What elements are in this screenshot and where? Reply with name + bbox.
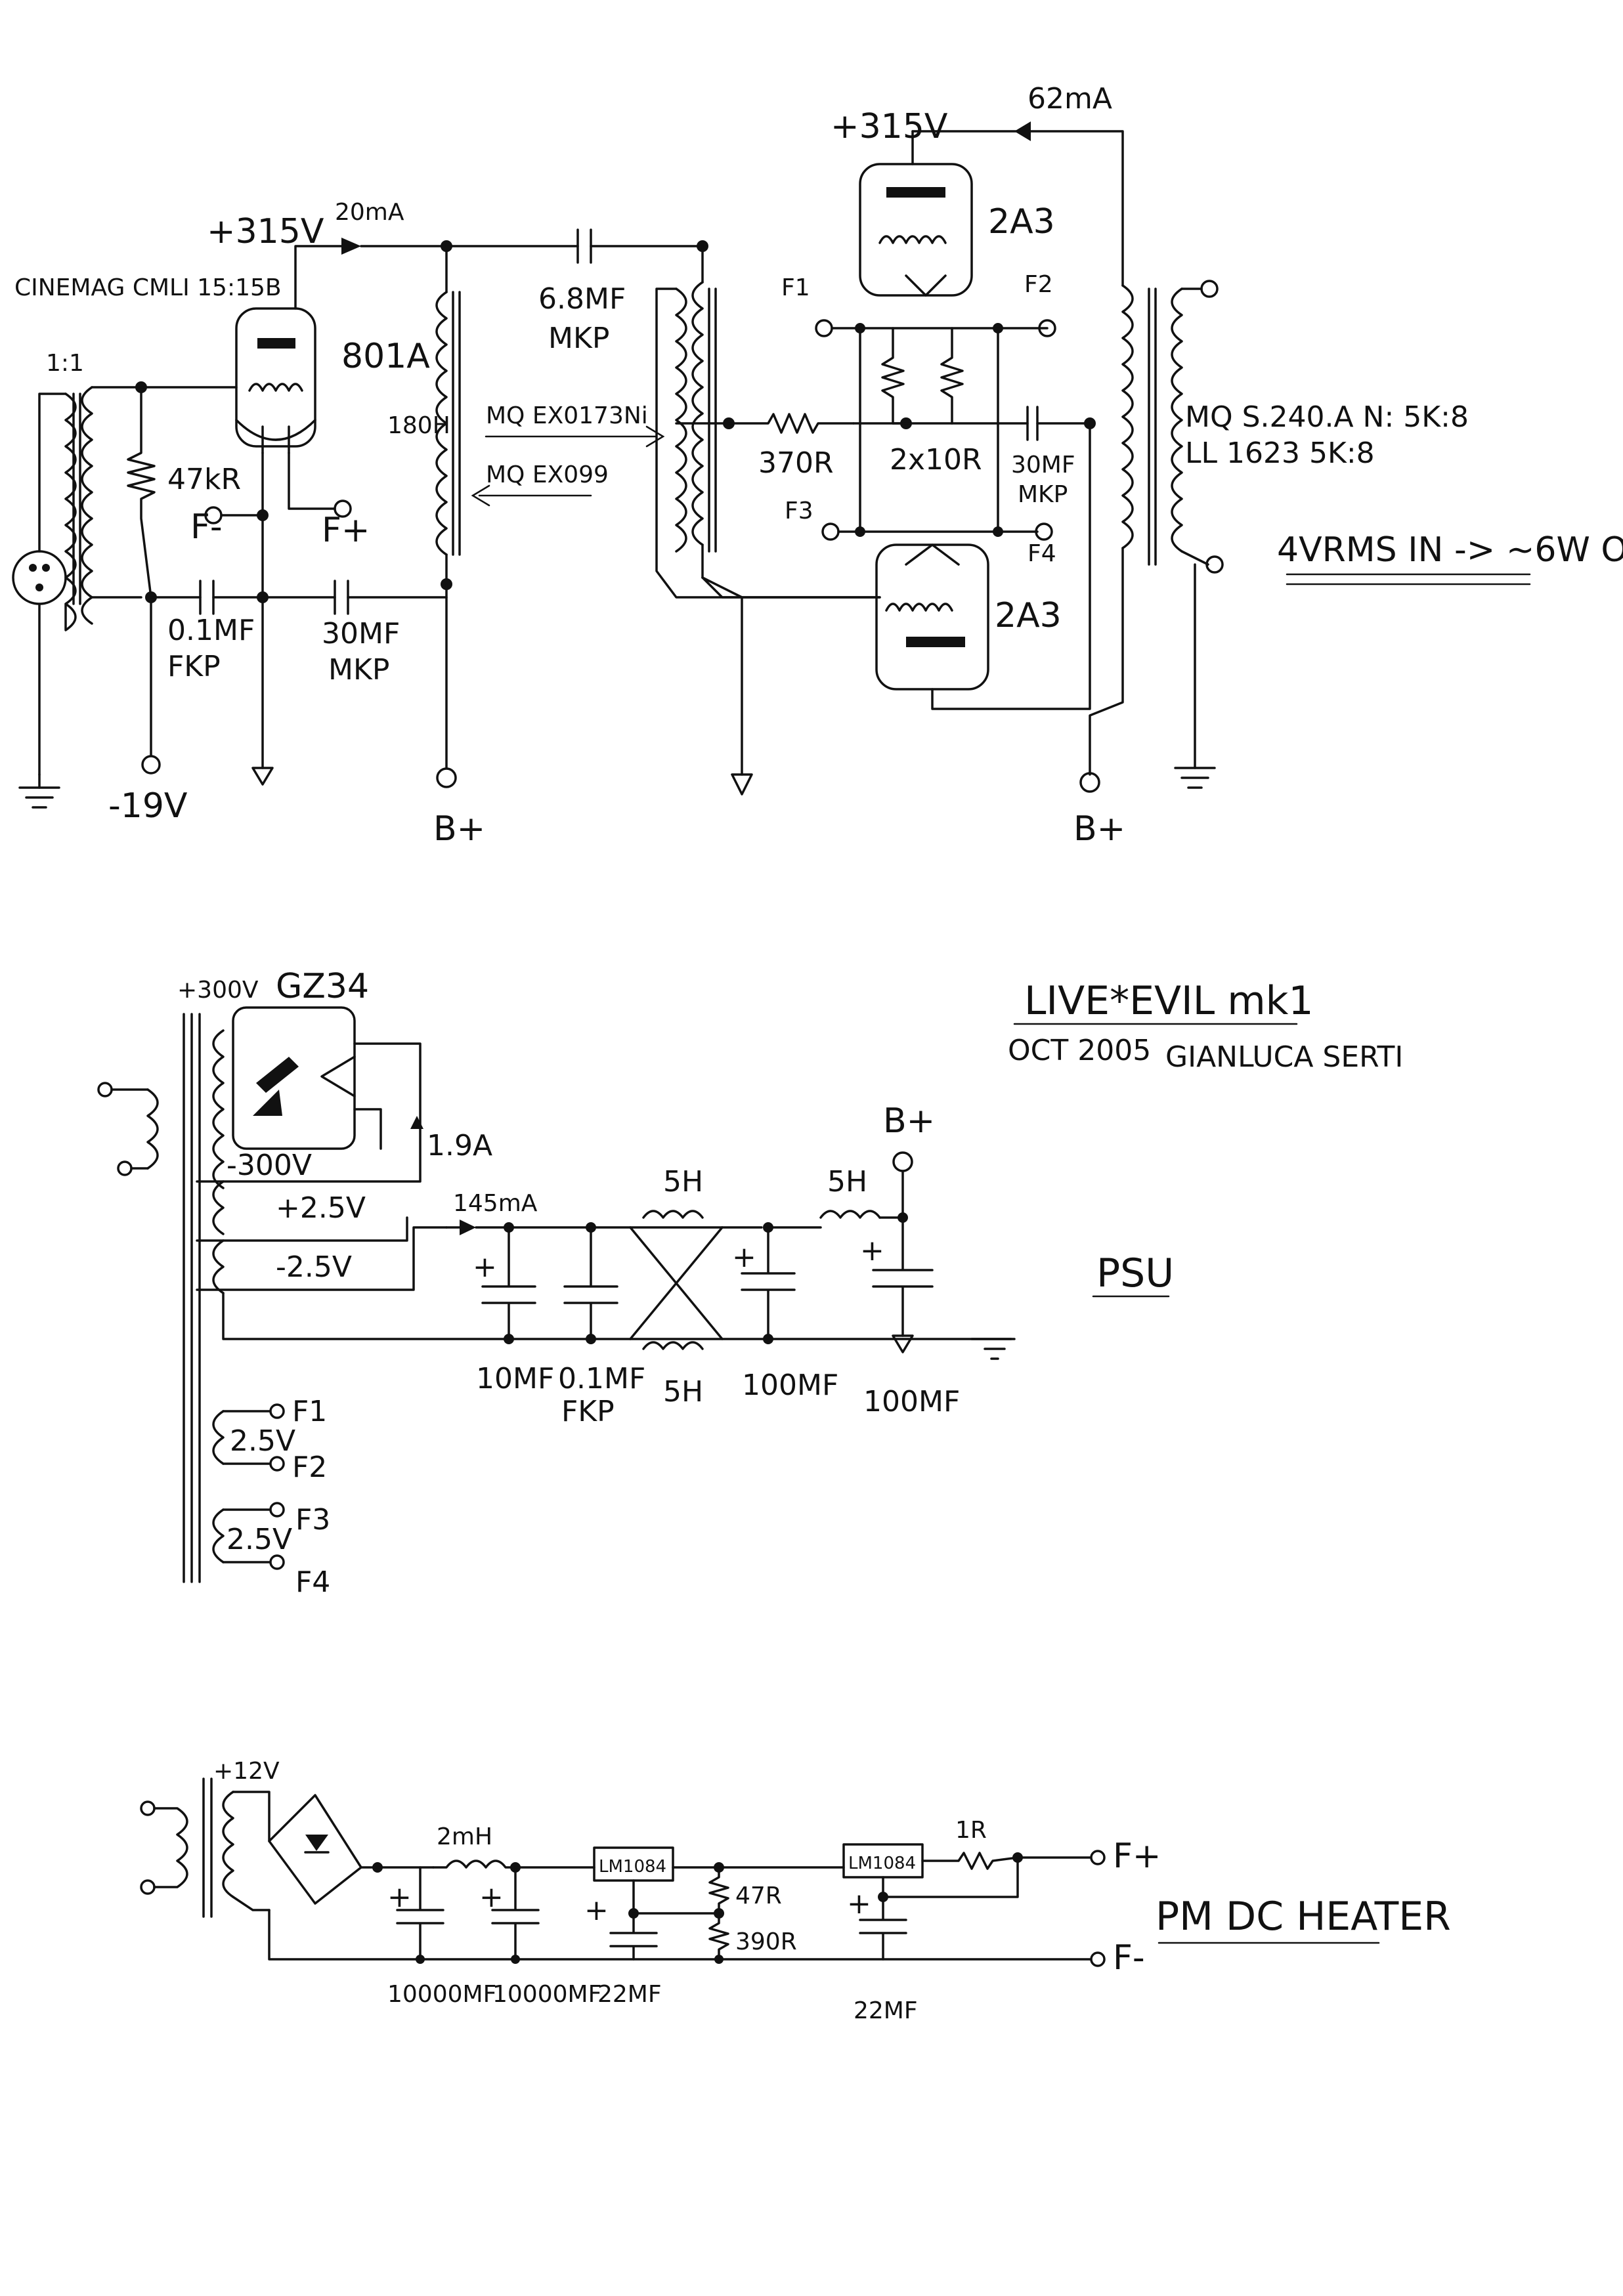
input-connector	[12, 550, 67, 605]
output-transformer-label-1: MQ S.240.A N: 5K:8	[1185, 400, 1469, 434]
rectifier-label: GZ34	[276, 967, 369, 1006]
psu-schematic: PSU +300V -300V GZ	[97, 967, 1174, 1599]
reg2-label: LM1084	[848, 1854, 916, 1873]
reg1-label: LM1084	[599, 1857, 666, 1877]
rectifier-tube	[196, 1006, 422, 1183]
heater-r1-label: 47R	[735, 1882, 782, 1909]
driver-filament-minus: F-	[190, 507, 223, 547]
output-transformer	[1089, 280, 1224, 789]
psu-cap4-label: 100MF	[863, 1385, 960, 1418]
input-transformer	[38, 386, 142, 776]
driver-tube	[235, 307, 316, 454]
psu-bplus-label: B+	[883, 1101, 935, 1141]
output-tube-bottom	[875, 543, 989, 691]
output-current-label: 62mA	[1028, 82, 1112, 116]
choke-model-label: MQ EX099	[486, 461, 609, 488]
svg-text:+: +	[847, 1887, 871, 1921]
driver-filament-plus: F+	[322, 511, 370, 550]
filament-f3-bottom: F3	[785, 498, 813, 524]
output-supply-label: +315V	[831, 107, 948, 146]
ground-symbol	[18, 773, 60, 809]
fil1-a-label: F1	[292, 1395, 327, 1428]
filament-f4-bottom: F4	[1028, 540, 1056, 567]
choke-inductance-label: 180H	[387, 412, 450, 439]
psu-cap1-label: 10MF	[476, 1362, 554, 1395]
heater-fminus-label: F-	[1113, 1938, 1145, 1978]
heater-label: PM DC HEATER	[1156, 1894, 1451, 1940]
rect-heater-current-label: 1.9A	[427, 1129, 492, 1162]
heater-pos-label: +2.5V	[276, 1191, 366, 1225]
coupling-cap-label: 6.8MF	[538, 282, 626, 316]
filament-f1-top: F1	[781, 274, 810, 301]
heater-supply-label: +12V	[213, 1758, 280, 1785]
cathode-resistor-label: 370R	[758, 446, 834, 480]
psu-choke-top-label: 5H	[663, 1165, 703, 1199]
filament-f2-top: F2	[1024, 271, 1053, 298]
driver-supply-label: +315V	[207, 212, 324, 251]
output-tube-top-label: 2A3	[988, 202, 1055, 242]
hum-resistor-label: 2x10R	[890, 443, 982, 477]
bypass-cap-type: MKP	[328, 653, 389, 687]
coupling-cap-type: MKP	[548, 322, 609, 355]
heater-cap3-label: 22MF	[597, 1981, 662, 2008]
cathode-cap-label: 0.1MF	[167, 614, 255, 647]
psu-cap3-label: 100MF	[742, 1369, 838, 1402]
svg-text:+: +	[479, 1881, 504, 1914]
fil1-voltage-label: 2.5V	[230, 1424, 295, 1458]
interstage-transformer	[655, 240, 881, 599]
output-bypass-cap-type: MKP	[1018, 481, 1068, 508]
svg-text:+: +	[473, 1250, 497, 1284]
input-ratio-label: 1:1	[46, 350, 84, 377]
output-tube-top	[859, 163, 973, 297]
psu-label: PSU	[1096, 1250, 1174, 1296]
psu-cap2-label: 0.1MF	[558, 1362, 645, 1395]
fil1-b-label: F2	[292, 1451, 327, 1484]
grid-resistor-label: 47kR	[167, 463, 241, 496]
heater-choke-label: 2mH	[437, 1823, 492, 1850]
svg-text:+: +	[584, 1894, 609, 1927]
driver-current-label: 20mA	[335, 199, 404, 226]
psu-current-label: 145mA	[453, 1190, 538, 1217]
output-tube-bottom-label: 2A3	[995, 596, 1062, 635]
bplus-left-label: B+	[433, 809, 485, 849]
dc-heater-schematic: PM DC HEATER +12V + 10000MF 2mH + 10000M…	[140, 1758, 1451, 2024]
project-author: GIANLUCA SERTI	[1165, 1040, 1403, 1074]
output-bypass-cap-label: 30MF	[1011, 452, 1075, 478]
psu-cap2-type: FKP	[561, 1395, 615, 1428]
bplus-right-label: B+	[1073, 809, 1125, 849]
interstage-model-label: MQ EX0173Ni	[486, 402, 648, 429]
fil2-b-label: F4	[295, 1565, 330, 1599]
psu-choke2-label: 5H	[827, 1165, 867, 1199]
credits-block: LIVE*EVIL mk1 OCT 2005 GIANLUCA SERTI	[1008, 978, 1403, 1074]
amplifier-schematic: CINEMAG CMLI 15:15B 1:1 47kR -19V 0.1MF …	[12, 82, 1623, 849]
svg-text:+: +	[860, 1234, 884, 1267]
heater-r2-label: 390R	[735, 1928, 797, 1955]
input-transformer-label: CINEMAG CMLI 15:15B	[14, 274, 282, 301]
fil2-a-label: F3	[295, 1503, 330, 1537]
output-transformer-label-2: LL 1623 5K:8	[1185, 436, 1375, 470]
project-date: OCT 2005	[1008, 1034, 1151, 1067]
cathode-cap-type: FKP	[167, 650, 221, 683]
heater-cap1-label: 10000MF	[387, 1981, 496, 2008]
heater-fplus-label: F+	[1113, 1837, 1161, 1876]
project-title: LIVE*EVIL mk1	[1024, 978, 1314, 1024]
hv-winding-neg-label: -300V	[227, 1149, 312, 1182]
driver-tube-label: 801A	[341, 337, 430, 376]
bias-label: -19V	[108, 786, 188, 826]
bypass-cap-label: 30MF	[322, 617, 400, 650]
heater-neg-label: -2.5V	[276, 1250, 352, 1284]
svg-text:+: +	[387, 1881, 412, 1914]
spec-label: 4VRMS IN -> ~6W OUT	[1277, 530, 1623, 570]
hv-winding-label: +300V	[177, 977, 259, 1004]
fil2-voltage-label: 2.5V	[227, 1523, 292, 1556]
svg-text:+: +	[732, 1241, 756, 1274]
heater-rseries-label: 1R	[955, 1817, 987, 1844]
heater-cap2-label: 10000MF	[492, 1981, 601, 2008]
power-transformer	[97, 1013, 225, 1583]
psu-choke-bottom-label: 5H	[663, 1375, 703, 1409]
heater-cap4-label: 22MF	[854, 1997, 918, 2024]
